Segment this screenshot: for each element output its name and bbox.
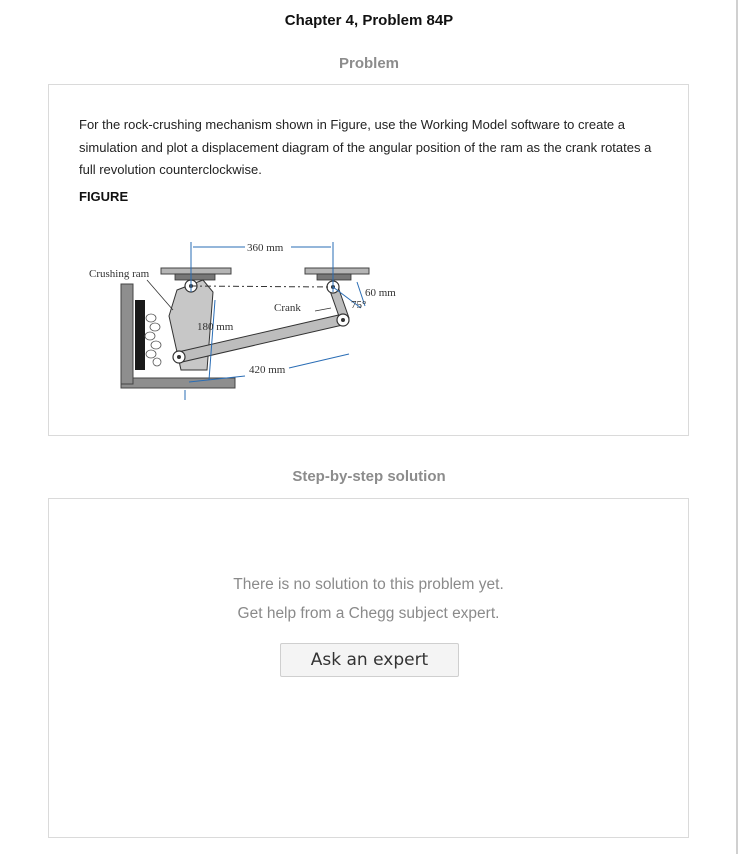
crushing-ram-label: Crushing ram bbox=[89, 268, 150, 280]
page-right-border bbox=[736, 0, 738, 854]
ask-expert-button[interactable]: Ask an expert bbox=[280, 643, 459, 677]
problem-card: For the rock-crushing mechanism shown in… bbox=[48, 84, 689, 436]
solution-card: There is no solution to this problem yet… bbox=[48, 498, 689, 838]
rock-crusher-diagram: 360 mm Crushing ram Crank 60 mm 75° 180 … bbox=[89, 242, 396, 400]
dim-bottom-label: 420 mm bbox=[249, 364, 286, 376]
dim-top-label: 360 mm bbox=[247, 242, 284, 254]
problem-statement: For the rock-crushing mechanism shown in… bbox=[79, 117, 652, 177]
angle-label: 75° bbox=[351, 299, 366, 311]
expert-help-message: Get help from a Chegg subject expert. bbox=[237, 605, 500, 622]
crank-label: Crank bbox=[274, 302, 301, 314]
figure-label: FIGURE bbox=[79, 189, 129, 204]
chapter-title: Chapter 4, Problem 84P bbox=[284, 12, 454, 29]
dim-crank-label: 60 mm bbox=[365, 287, 396, 299]
dim-vertical-label: 180 mm bbox=[197, 321, 234, 333]
solution-section-title: Step-by-step solution bbox=[292, 468, 446, 485]
problem-section-title: Problem bbox=[338, 55, 399, 72]
rock-crusher-figure: 360 mm Crushing ram Crank 60 mm 75° 180 … bbox=[85, 230, 405, 400]
no-solution-message: There is no solution to this problem yet… bbox=[233, 576, 504, 593]
